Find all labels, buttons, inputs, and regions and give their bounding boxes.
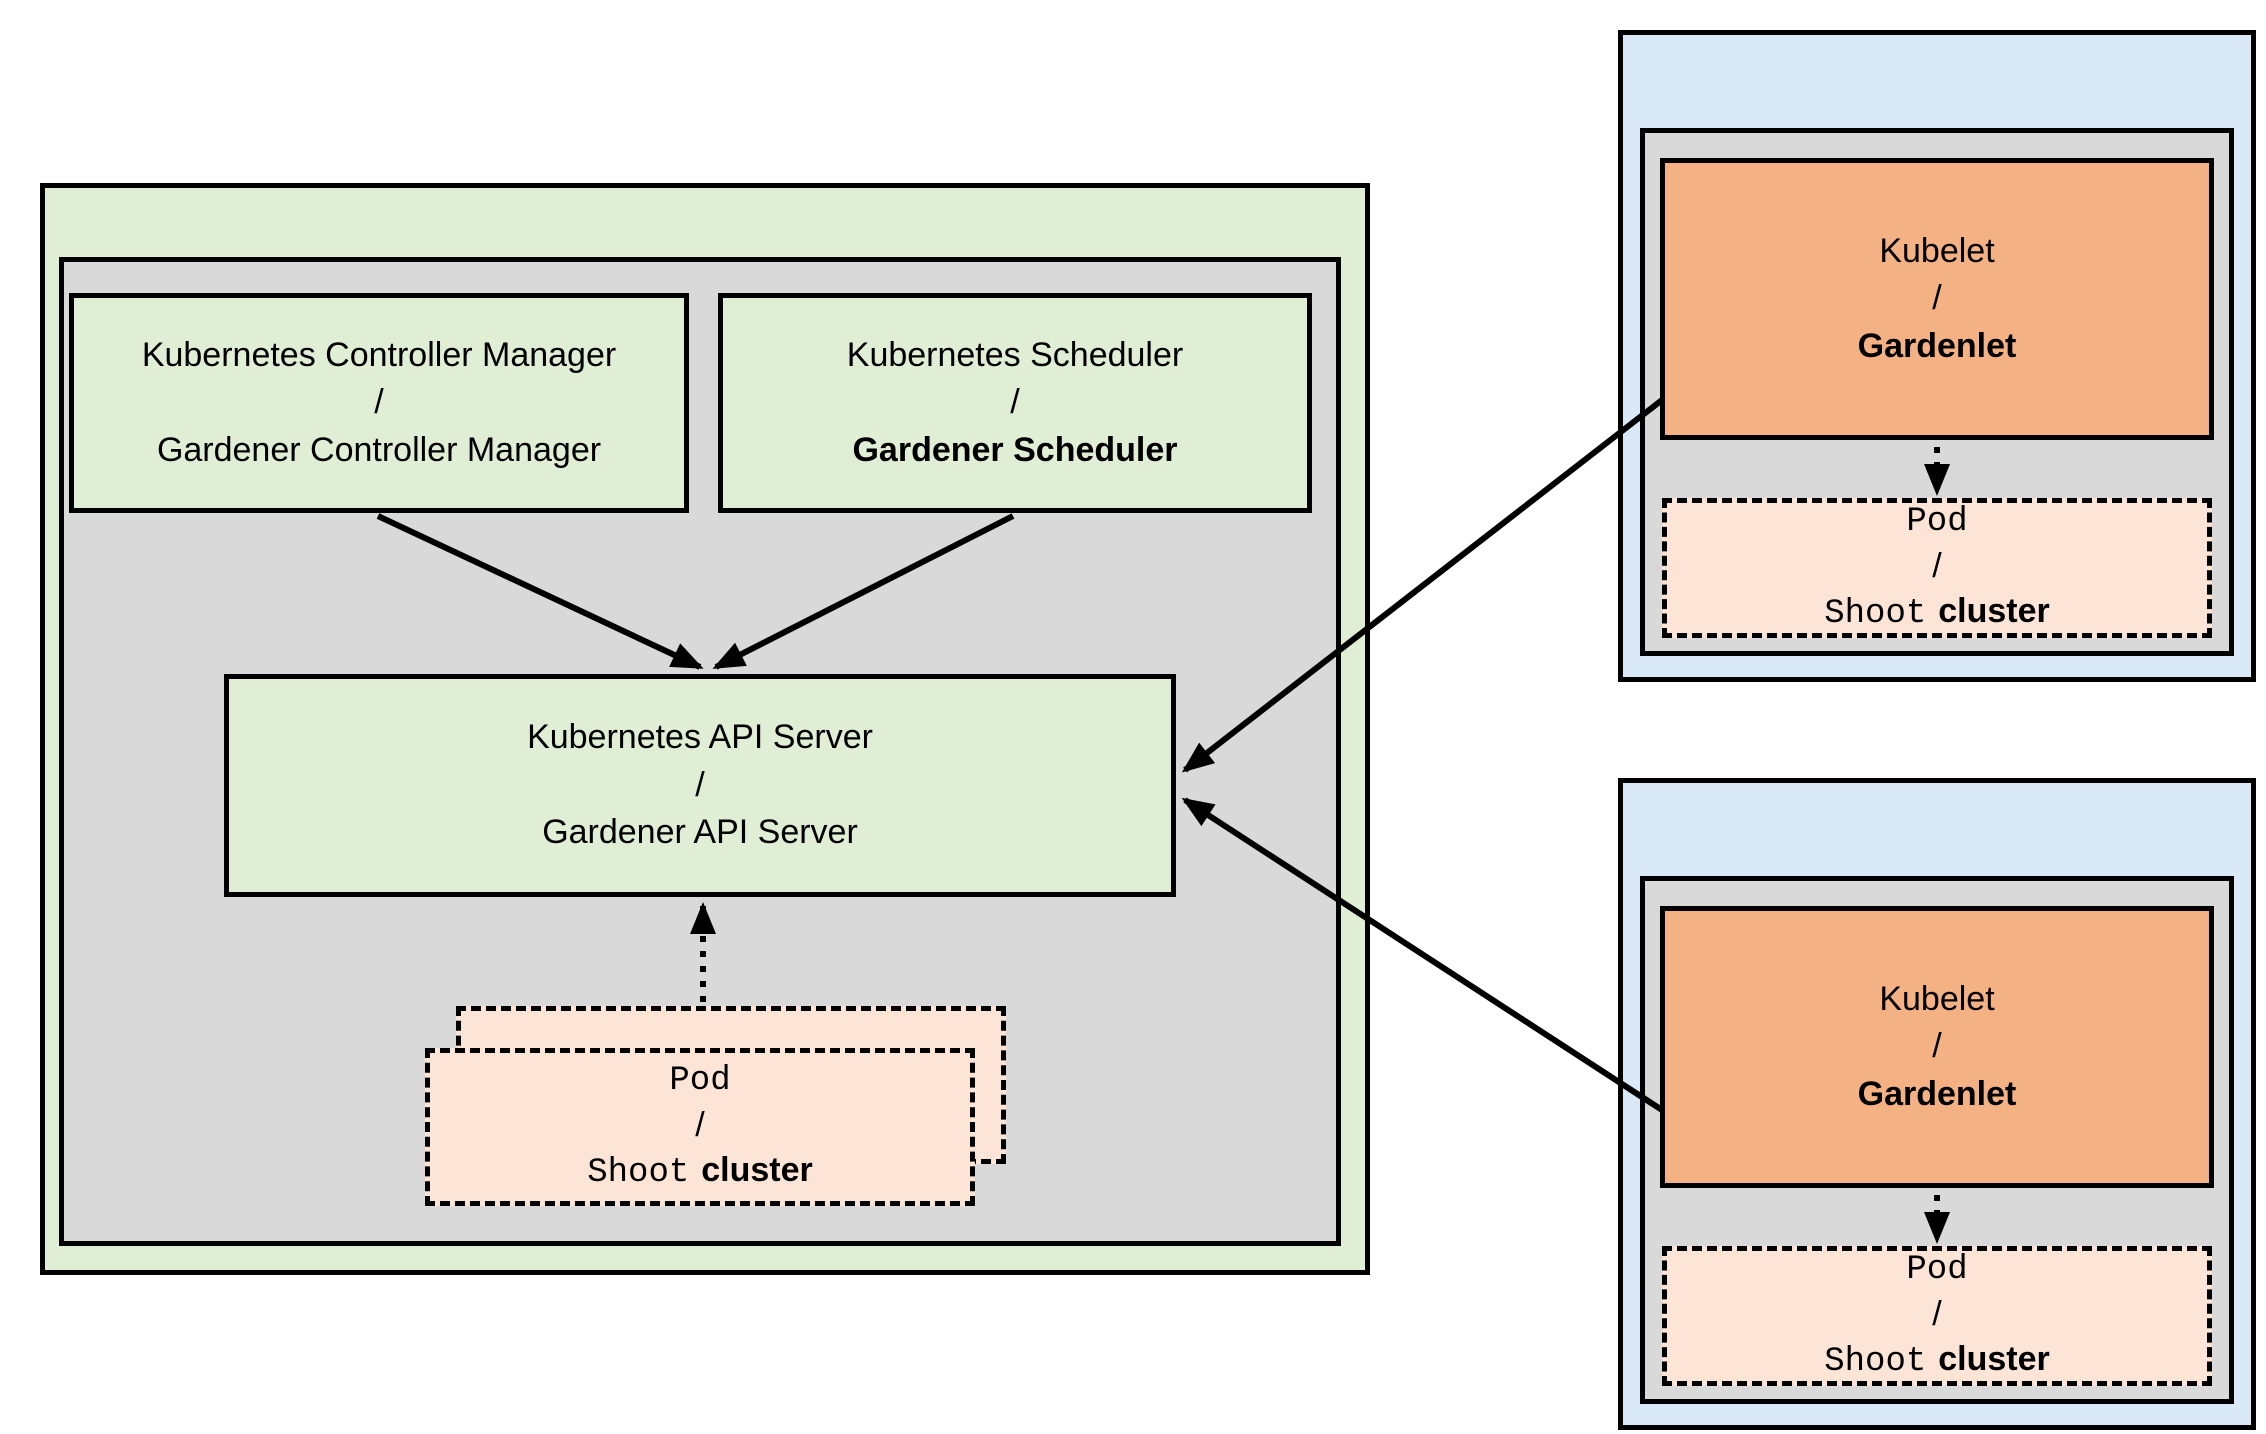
kubelet-b-box: Kubelet / Gardenlet [1660, 906, 2214, 1188]
shoot-pod-front-box: Pod / Shoot cluster [425, 1048, 975, 1206]
scheduler-slash: / [1010, 383, 1020, 422]
pod-b-slash: / [1932, 1295, 1942, 1334]
controller-manager-bottom-label: Gardener Controller Manager [156, 430, 602, 469]
shoot-cluster-a-label: Shoot cluster [1824, 589, 2050, 636]
shoot-cluster-label: Shoot cluster [587, 1148, 813, 1195]
scheduler-top-label: Kubernetes Scheduler [846, 335, 1184, 374]
scheduler-box: Kubernetes Scheduler / Gardener Schedule… [718, 293, 1312, 513]
shoot-label: Shoot [587, 1153, 690, 1192]
pod-a-slash: / [1932, 547, 1942, 586]
kubelet-b-slash: / [1932, 1027, 1942, 1066]
api-server-slash: / [695, 765, 705, 804]
api-server-top-label: Kubernetes API Server [527, 718, 873, 757]
kubelet-a-box: Kubelet / Gardenlet [1660, 158, 2214, 440]
shoot-cluster-b-label: Shoot cluster [1824, 1337, 2050, 1384]
shoot-pod-b-box: Pod / Shoot cluster [1662, 1246, 2212, 1386]
gardenlet-a-label: Gardenlet [1857, 326, 2017, 365]
shoot-b-label: Shoot [1824, 1342, 1927, 1381]
pod-slash: / [695, 1106, 705, 1145]
api-server-bottom-label: Gardener API Server [542, 813, 858, 852]
cluster-a-label: cluster [1938, 591, 2050, 630]
kubelet-a-slash: / [1932, 279, 1942, 318]
cluster-label: cluster [701, 1150, 813, 1189]
shoot-a-label: Shoot [1824, 594, 1927, 633]
pod-b-label: Pod [1906, 1251, 1968, 1290]
kubelet-a-top-label: Kubelet [1879, 231, 1995, 270]
controller-manager-slash: / [374, 383, 384, 422]
gardenlet-b-label: Gardenlet [1857, 1074, 2017, 1113]
cluster-b-label: cluster [1938, 1339, 2050, 1378]
api-server-box: Kubernetes API Server / Gardener API Ser… [224, 674, 1176, 897]
scheduler-bottom-label: Gardener Scheduler [852, 430, 1178, 469]
kubelet-b-top-label: Kubelet [1879, 979, 1995, 1018]
shoot-pod-a-box: Pod / Shoot cluster [1662, 498, 2212, 638]
pod-a-label: Pod [1906, 503, 1968, 542]
pod-label: Pod [669, 1062, 731, 1101]
controller-manager-box: Kubernetes Controller Manager / Gardener… [69, 293, 689, 513]
controller-manager-top-label: Kubernetes Controller Manager [141, 335, 617, 374]
